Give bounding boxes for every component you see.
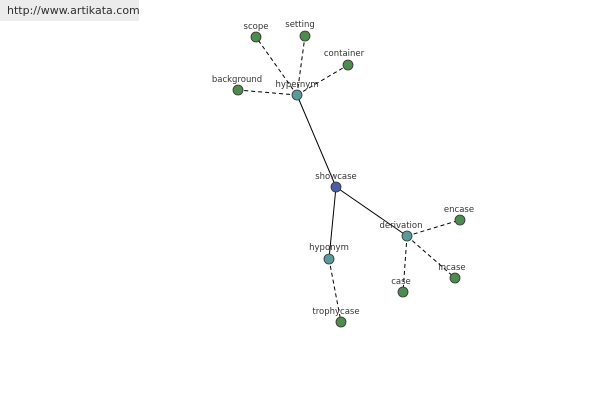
node-dot-encase[interactable]: [454, 214, 466, 226]
node-label-hyponym[interactable]: hyponym: [309, 243, 349, 253]
node-label-trophycase[interactable]: trophycase: [312, 307, 359, 317]
edge-hypernym-scope: [255, 36, 298, 96]
node-label-setting[interactable]: setting: [285, 20, 314, 30]
edge-derivation-encase: [406, 219, 461, 237]
node-label-container[interactable]: container: [324, 49, 365, 59]
node-showcase[interactable]: showcase: [315, 172, 357, 193]
edge-hypernym-background: [237, 89, 298, 96]
edge-showcase-hypernym: [296, 94, 337, 188]
node-dot-hyponym[interactable]: [323, 253, 335, 265]
node-dot-container[interactable]: [342, 59, 354, 71]
site-url[interactable]: http://www.artikata.com: [0, 0, 140, 21]
edge-showcase-hyponym: [328, 186, 337, 260]
node-encase[interactable]: encase: [444, 205, 474, 226]
node-label-incase[interactable]: incase: [438, 263, 465, 273]
edge-hypernym-setting: [296, 35, 306, 96]
node-hypernym[interactable]: hypernym: [275, 80, 319, 101]
edge-derivation-case: [402, 235, 408, 293]
edge-hyponym-trophycase: [328, 258, 342, 323]
node-dot-scope[interactable]: [250, 31, 262, 43]
edge-derivation-incase: [406, 235, 456, 279]
node-label-hypernym[interactable]: hypernym: [275, 80, 318, 90]
node-scope[interactable]: scope: [244, 22, 269, 43]
node-label-scope[interactable]: scope: [244, 22, 269, 32]
node-dot-setting[interactable]: [299, 30, 311, 42]
node-case[interactable]: case: [391, 277, 411, 298]
node-hyponym[interactable]: hyponym: [309, 243, 349, 265]
node-incase[interactable]: incase: [438, 263, 466, 284]
node-background[interactable]: background: [212, 75, 262, 96]
node-dot-derivation[interactable]: [401, 230, 413, 242]
node-label-case[interactable]: case: [391, 277, 411, 287]
node-dot-showcase[interactable]: [330, 181, 342, 193]
node-label-showcase[interactable]: showcase: [315, 172, 357, 182]
node-label-encase[interactable]: encase: [444, 205, 474, 215]
node-dot-incase[interactable]: [449, 272, 461, 284]
node-trophycase[interactable]: trophycase: [312, 307, 360, 328]
edge-hypernym-container: [296, 64, 349, 96]
node-container[interactable]: container: [324, 49, 365, 71]
node-dot-hypernym[interactable]: [291, 89, 303, 101]
edge-showcase-derivation: [335, 186, 408, 237]
node-dot-background[interactable]: [232, 84, 244, 96]
graph-edges: [237, 35, 461, 323]
node-label-derivation[interactable]: derivation: [379, 221, 422, 231]
node-derivation[interactable]: derivation: [379, 221, 423, 242]
node-dot-case[interactable]: [397, 286, 409, 298]
node-dot-trophycase[interactable]: [335, 316, 347, 328]
node-setting[interactable]: setting: [285, 20, 315, 42]
graph-nodes: showcase hypernym hyponym derivation scope se…: [212, 20, 474, 328]
node-label-background[interactable]: background: [212, 75, 262, 85]
